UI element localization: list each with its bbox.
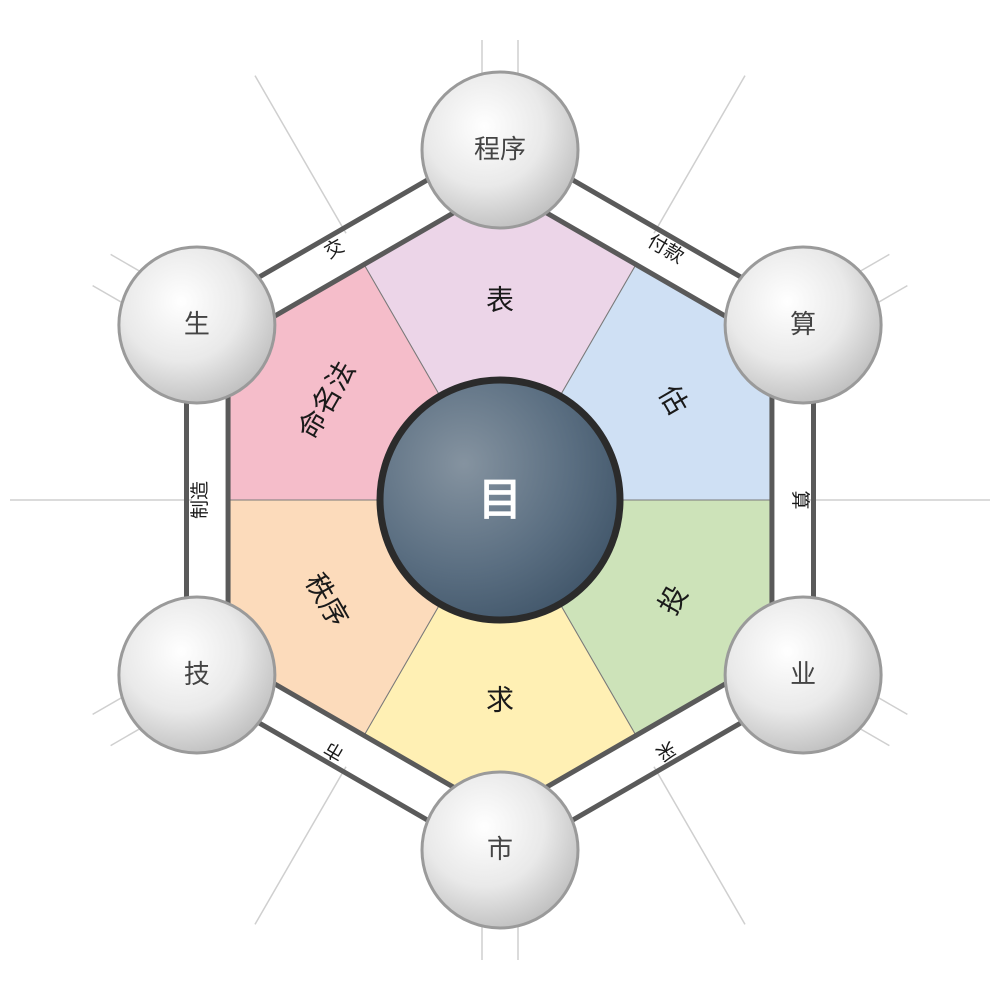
node-circle [117,245,277,405]
node-label: 技 [184,660,210,690]
edge-spoke-line [254,75,347,234]
edge-label: 付款 [644,230,688,268]
node-label: 算 [790,310,816,340]
edge-label: 制造 [189,481,211,519]
node-circle [420,70,580,230]
node-label: 程序 [474,135,526,165]
node-label: 业 [790,660,816,690]
center-circle-shape [376,376,624,624]
center-circle: 目 [376,376,624,624]
segment-label: 求 [486,684,514,717]
node-circle [420,770,580,930]
segment-label: 表 [486,284,514,317]
center-label: 目 [478,475,522,526]
node-circle [723,595,883,755]
node-circle [117,595,277,755]
edge-spoke-line [653,766,746,925]
edge-spoke-line [653,75,746,234]
node-label: 市 [487,835,513,865]
edge-spoke-line [254,766,347,925]
node-label: 生 [184,310,210,340]
edge-label: 算 [789,490,811,509]
node-circle [723,245,883,405]
